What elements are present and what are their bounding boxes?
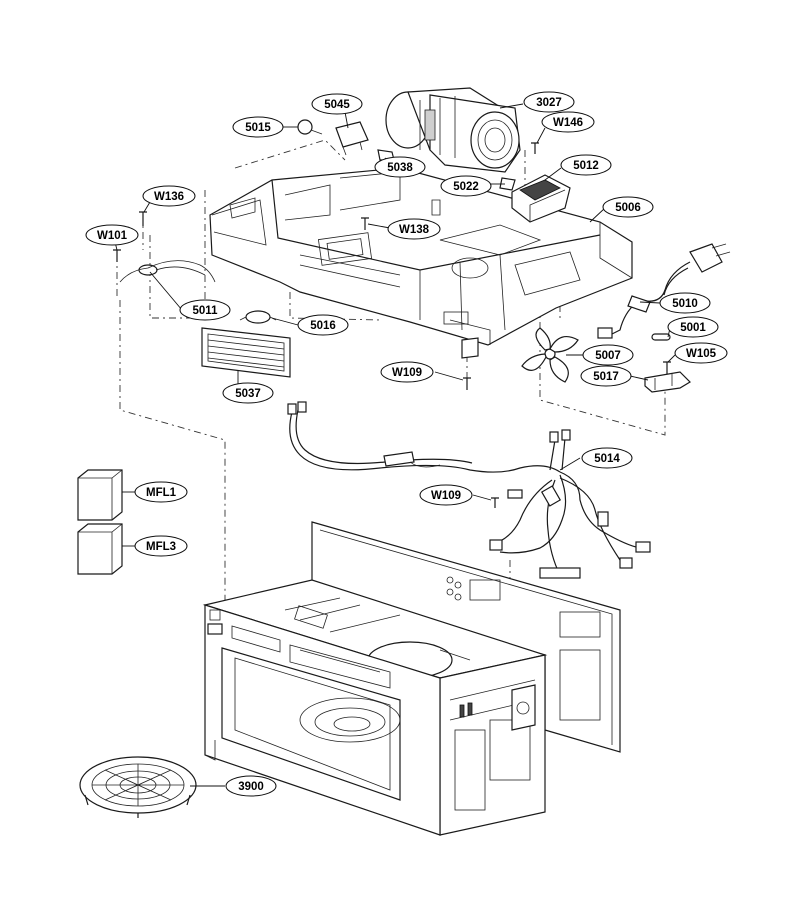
callout-5022: 5022 — [440, 175, 492, 197]
svg-text:5045: 5045 — [324, 99, 350, 111]
screw-w136 — [139, 211, 147, 226]
svg-text:5014: 5014 — [594, 453, 620, 465]
callout-labels: 5045 3027 5015 W146 5038 5012 5022 W136 — [85, 91, 728, 797]
callout-5001: 5001 — [667, 316, 719, 338]
svg-text:5017: 5017 — [593, 371, 619, 383]
lamp-socket-parts — [297, 119, 395, 161]
callout-w138: W138 — [387, 218, 441, 240]
svg-text:MFL3: MFL3 — [146, 541, 176, 553]
svg-text:5022: 5022 — [453, 181, 479, 193]
callout-w109-upper: W109 — [380, 361, 434, 383]
callout-5015: 5015 — [232, 116, 284, 138]
svg-text:3900: 3900 — [238, 781, 264, 793]
grease-filter-5037 — [201, 327, 291, 378]
screws — [113, 142, 671, 508]
callout-5017: 5017 — [580, 365, 632, 387]
callout-5016: 5016 — [297, 314, 349, 336]
svg-text:W146: W146 — [553, 117, 583, 129]
callout-3027: 3027 — [523, 91, 575, 113]
callout-w109-lower: W109 — [419, 484, 473, 506]
wire-harness-5014 — [287, 401, 651, 579]
mfl-boxes — [77, 469, 123, 575]
svg-text:5011: 5011 — [193, 305, 219, 317]
callout-5011: 5011 — [179, 299, 231, 321]
blower-motor-assembly — [385, 87, 521, 173]
leader-lines — [114, 103, 676, 787]
callout-5037: 5037 — [222, 382, 274, 404]
screw-w105 — [663, 361, 671, 374]
oven-cavity — [202, 521, 621, 836]
svg-text:3027: 3027 — [536, 97, 562, 109]
small-parts-misc — [461, 177, 516, 359]
callout-w146: W146 — [541, 111, 595, 133]
svg-text:W109: W109 — [431, 490, 461, 502]
callout-5038: 5038 — [374, 156, 426, 178]
callout-5006: 5006 — [602, 196, 654, 218]
svg-text:MFL1: MFL1 — [146, 487, 177, 499]
svg-text:5001: 5001 — [680, 322, 706, 334]
thermostat-5016 — [239, 310, 277, 324]
svg-text:W101: W101 — [97, 230, 128, 242]
screw-w109b — [491, 497, 499, 508]
svg-text:W138: W138 — [399, 224, 430, 236]
callout-5012: 5012 — [560, 154, 612, 176]
callout-5045: 5045 — [311, 93, 363, 115]
svg-text:5007: 5007 — [595, 350, 621, 362]
callout-mfl1: MFL1 — [134, 481, 188, 503]
svg-text:5015: 5015 — [245, 122, 271, 134]
svg-text:5038: 5038 — [387, 162, 413, 174]
svg-text:5006: 5006 — [615, 202, 641, 214]
bracket-parts — [644, 333, 691, 393]
screw-w146 — [531, 142, 539, 154]
power-cord-5010 — [597, 243, 731, 339]
screw-w101 — [113, 249, 121, 262]
fan-blade-5007 — [521, 327, 579, 383]
svg-text:5037: 5037 — [235, 388, 261, 400]
svg-text:W105: W105 — [686, 348, 717, 360]
callout-3900: 3900 — [225, 775, 277, 797]
callout-w101: W101 — [85, 224, 139, 246]
svg-text:5010: 5010 — [672, 298, 698, 310]
svg-text:W136: W136 — [154, 191, 184, 203]
svg-text:5012: 5012 — [573, 160, 599, 172]
thermal-fuse-5011 — [119, 260, 216, 283]
callout-w136: W136 — [142, 185, 196, 207]
turntable-3900 — [79, 756, 197, 818]
callout-5007: 5007 — [582, 344, 634, 366]
callout-5010: 5010 — [659, 292, 711, 314]
svg-text:W109: W109 — [392, 367, 422, 379]
callout-mfl3: MFL3 — [134, 535, 188, 557]
svg-text:5016: 5016 — [310, 320, 336, 332]
callout-w105: W105 — [674, 342, 728, 364]
screw-w138 — [361, 217, 369, 230]
callout-5014: 5014 — [581, 447, 633, 469]
relay-block — [511, 174, 571, 223]
screw-w109a — [463, 377, 471, 390]
